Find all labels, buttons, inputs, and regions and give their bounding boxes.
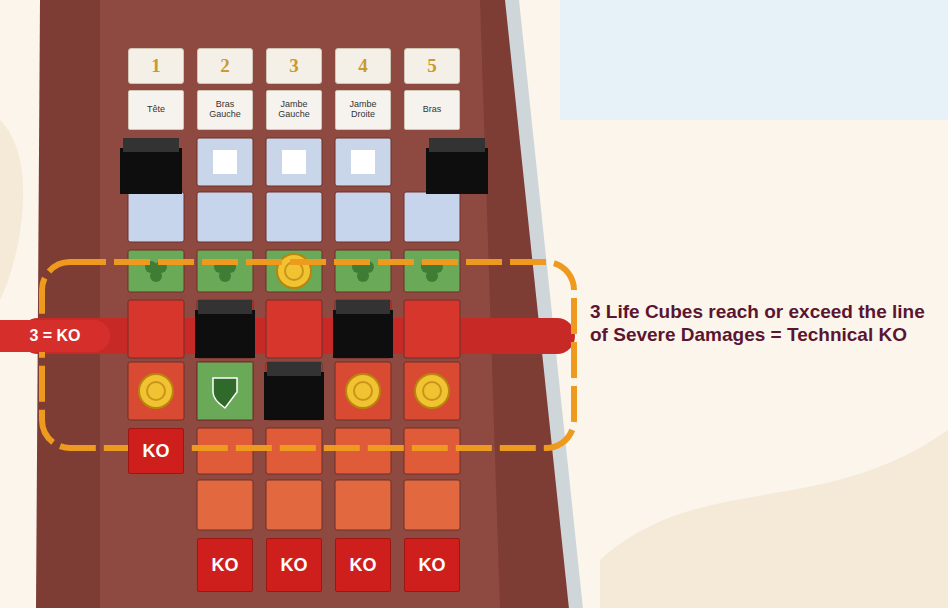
board-tile (404, 300, 460, 358)
ko-tile: KO (266, 538, 322, 592)
board-tile (404, 362, 460, 420)
tile-text: 3 = KO (29, 327, 80, 345)
ko-tile: KO (335, 538, 391, 592)
body-part-tile: Jambe Gauche (266, 90, 322, 130)
board-tile (404, 480, 460, 530)
board-tile (128, 300, 184, 358)
tile-text: Jambe Droite (338, 100, 388, 120)
board-tile (266, 138, 322, 186)
board-tile (197, 192, 253, 242)
board-tile (335, 192, 391, 242)
coin-icon (415, 374, 449, 408)
ko-tile: KO (404, 538, 460, 592)
board-tile (197, 362, 253, 420)
life-cube (426, 138, 488, 194)
column-number: 2 (197, 48, 253, 84)
board-tile (197, 250, 253, 292)
board (36, 0, 578, 608)
tile-text: Bras Gauche (200, 100, 250, 120)
column-number: 4 (335, 48, 391, 84)
coin-icon (346, 374, 380, 408)
column-number: 5 (404, 48, 460, 84)
board-tile (335, 138, 391, 186)
board-tile (128, 192, 184, 242)
board-tile (266, 250, 322, 292)
board-panel (100, 0, 500, 608)
board-tile (128, 250, 184, 292)
tile-text: KO (419, 555, 446, 576)
board-tile (335, 250, 391, 292)
body-part-tile: Tête (128, 90, 184, 130)
shield-icon (213, 378, 237, 408)
ko-rule-banner: 3 = KO (0, 320, 110, 352)
body-part-tile: Jambe Droite (335, 90, 391, 130)
life-cube (333, 300, 393, 358)
tile-text: Tête (147, 105, 165, 115)
tile-text: KO (281, 555, 308, 576)
ko-tile: KO (128, 428, 184, 474)
tile-text: Bras (423, 105, 442, 115)
tile-window (351, 150, 375, 174)
board-tile (335, 480, 391, 530)
highlight-bracket (42, 262, 574, 448)
body-part-tile: Bras Gauche (197, 90, 253, 130)
sketch (0, 120, 23, 300)
board-tile (266, 480, 322, 530)
tile-window (282, 150, 306, 174)
board-tile (404, 192, 460, 242)
tile-text: KO (143, 441, 170, 462)
tile-text: 3 (289, 55, 299, 77)
board-tile (128, 362, 184, 420)
life-cube (195, 300, 255, 358)
tile-text: Jambe Gauche (269, 100, 319, 120)
sketch (600, 430, 948, 608)
tile-text: 5 (427, 55, 437, 77)
body-part-tile: Bras (404, 90, 460, 130)
column-number: 1 (128, 48, 184, 84)
callout-note: 3 Life Cubes reach or exceed the line of… (590, 300, 940, 346)
sky (560, 0, 948, 120)
tile-text: 1 (151, 55, 161, 77)
board-tile (197, 138, 253, 186)
green-tile (197, 362, 253, 420)
board-tile (266, 192, 322, 242)
tile-window (213, 150, 237, 174)
tile-text: 2 (220, 55, 230, 77)
board-tile (266, 300, 322, 358)
life-cube (264, 362, 324, 420)
ko-tile: KO (197, 538, 253, 592)
tile-text: KO (212, 555, 239, 576)
board-tile (197, 480, 253, 530)
tile-text: 4 (358, 55, 368, 77)
life-cube (120, 138, 182, 194)
tile-text: KO (350, 555, 377, 576)
column-number: 3 (266, 48, 322, 84)
board-tile (335, 362, 391, 420)
board-tile (404, 250, 460, 292)
coin-icon (139, 374, 173, 408)
